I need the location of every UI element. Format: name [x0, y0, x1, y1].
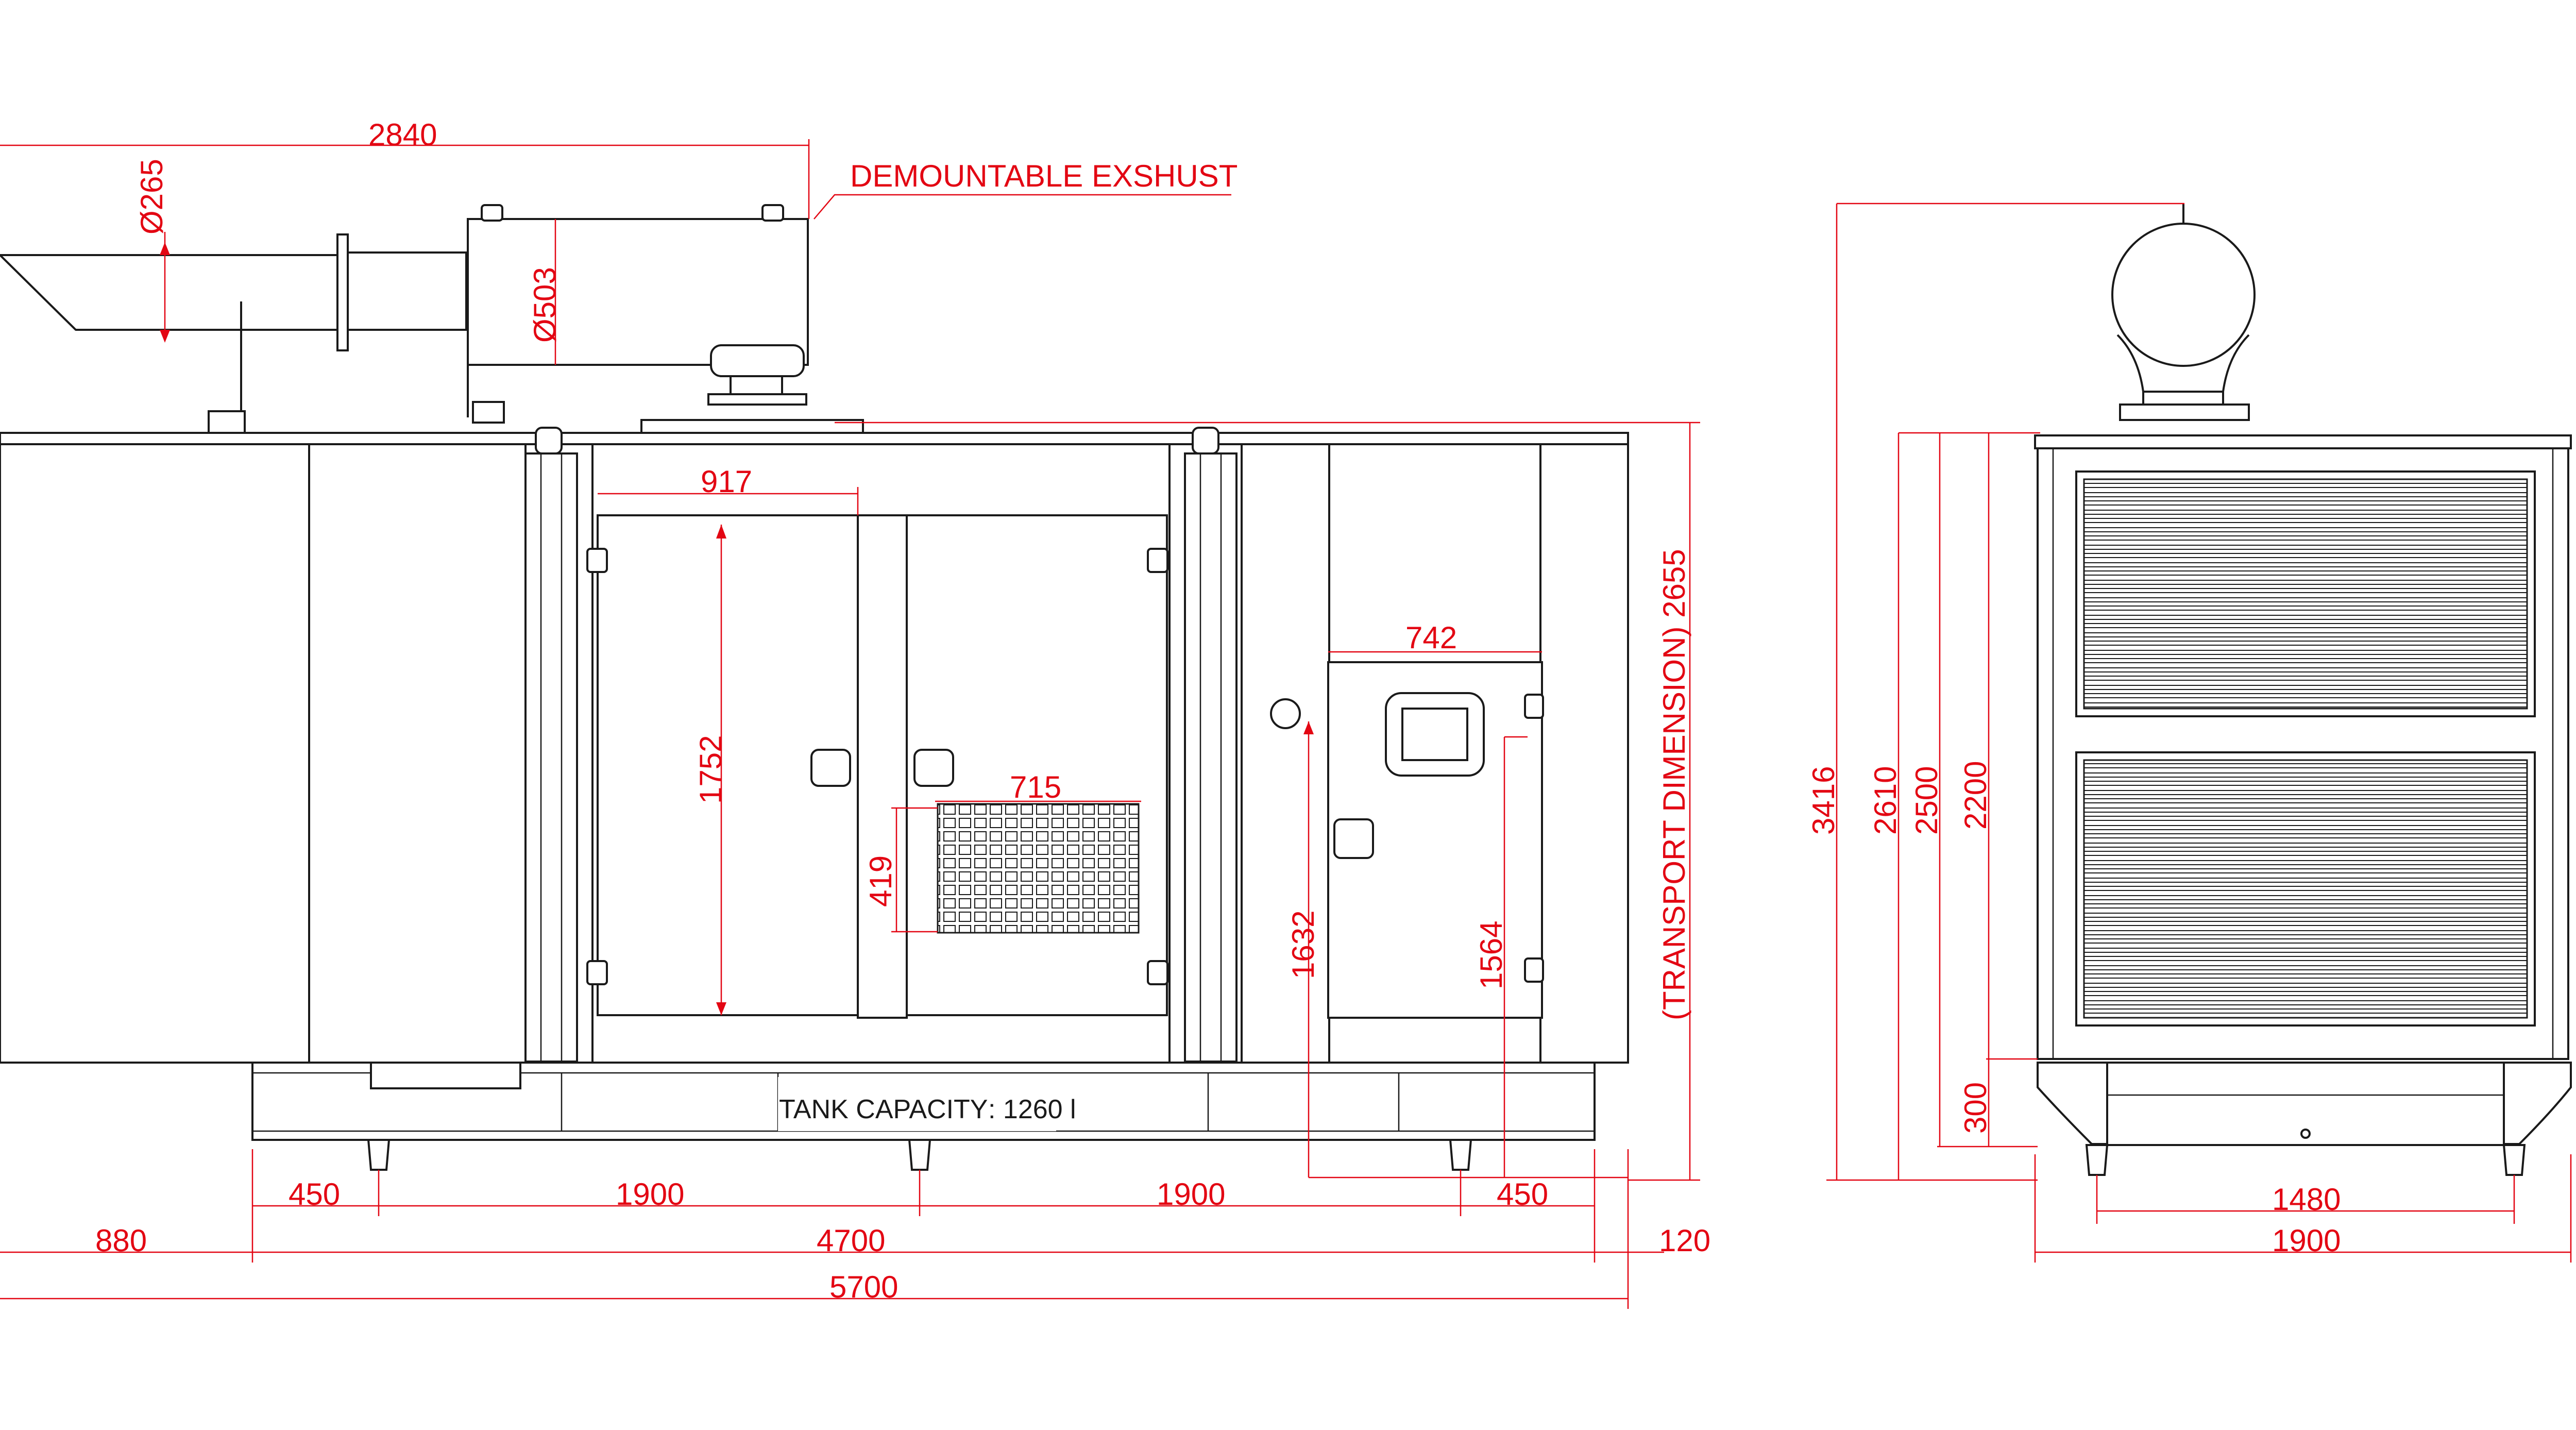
dim-base-length: 4700	[817, 1223, 885, 1258]
dim-base-left: 880	[95, 1223, 147, 1258]
dim-height-2200: 2200	[1958, 761, 1993, 830]
dim-grille-width: 715	[1010, 770, 1061, 804]
dim-door-height: 1752	[693, 735, 728, 804]
exhaust-pipe	[0, 233, 467, 433]
dim-door-width: 917	[701, 464, 752, 499]
dim-foot-spacing-1: 450	[289, 1177, 340, 1212]
side-view	[2034, 204, 2572, 1176]
tank-capacity-value: : 1260 l	[988, 1095, 1076, 1124]
dim-overall-height: 3416	[1806, 766, 1841, 835]
tank-capacity-label: TANK CAPACITY	[779, 1095, 988, 1124]
dim-side-foot-spacing: 1480	[2272, 1182, 2341, 1217]
dim-exhaust-length: 2840	[368, 117, 437, 152]
dim-panel-height-b: 1564	[1474, 921, 1509, 989]
dim-silencer-diameter: Ø503	[528, 267, 562, 343]
fuel-tank-base: TANK CAPACITY : 1260 l	[251, 1062, 1596, 1171]
dim-foot-spacing-4: 450	[1497, 1177, 1548, 1212]
dim-height-2500: 2500	[1909, 766, 1944, 835]
dim-grille-height: 419	[863, 855, 898, 907]
dim-transport-height: (TRANSPORT DIMENSION) 2655	[1657, 549, 1691, 1020]
dim-base-height: 300	[1958, 1082, 1993, 1134]
canopy-body	[0, 427, 1629, 1064]
dim-foot-spacing-2: 1900	[616, 1177, 684, 1212]
dim-canopy-height: 2610	[1868, 766, 1903, 835]
front-dimensions: 2840 DEMOUNTABLE EXSHUST Ø265 Ø503 917 1…	[0, 117, 1710, 1309]
silencer	[467, 204, 809, 424]
dim-overall-length: 5700	[829, 1270, 898, 1304]
dim-base-right: 120	[1659, 1223, 1710, 1258]
filler-cap	[208, 410, 246, 435]
dim-overall-width: 1900	[2272, 1223, 2341, 1258]
exhaust-callout: DEMOUNTABLE EXSHUST	[850, 159, 1238, 193]
side-dimensions: 3416 2610 2500 2200 300 1480 1900	[1806, 203, 2572, 1263]
dim-pipe-diameter: Ø265	[134, 159, 169, 234]
dim-panel-width: 742	[1405, 620, 1457, 655]
front-view: TANK CAPACITY : 1260 l	[0, 204, 1629, 1171]
dim-foot-spacing-3: 1900	[1157, 1177, 1225, 1212]
dim-panel-height-a: 1632	[1286, 911, 1320, 979]
